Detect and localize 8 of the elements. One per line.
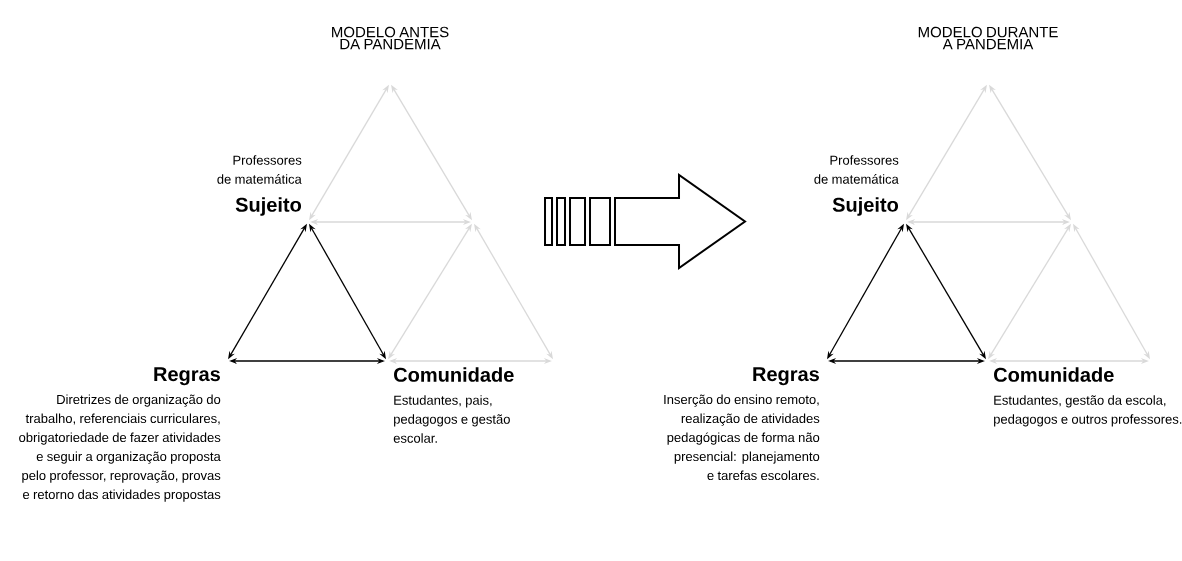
vertex-label: Professores de matemática Sujeito [217,155,302,216]
vertex-label: Regras Inserção do ensino remoto, realização de atividades pedagógicas de forma não presencial: planejamento e tarefas escolares. [664,367,820,481]
vertex-label: Professores de matemática Sujeito [814,155,899,216]
model-heading: MODELO ANTES DA PANDEMIA [332,26,449,50]
vertex-label: Comunidade Estudantes, pais, pedagogos e gestão escolar. [393,367,514,443]
model-heading: MODELO DURANTE A PANDEMIA [918,26,1058,50]
vertex-label: Regras Diretrizes de organização do trabalho, referenciais curriculares, obrigatoriedade de fazer atividades e seguir a organização proposta pelo professor, reprovação, provas e retorno das atividades propostas [19,367,221,502]
vertex-label: Comunidade Estudantes, gestão da escola, pedagogos e outros professores. [994,367,1182,427]
